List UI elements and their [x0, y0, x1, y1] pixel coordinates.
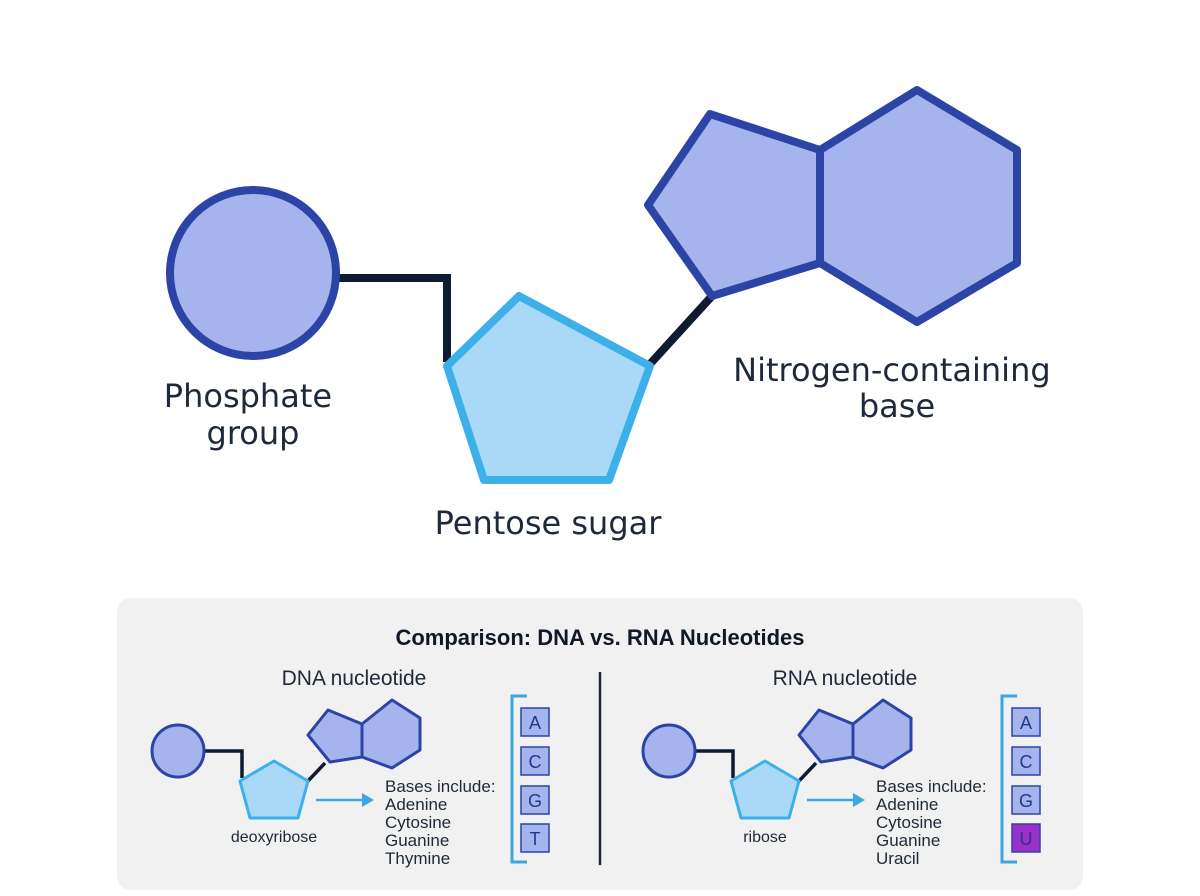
- dna-bases-list: Bases include: Adenine Cytosine Guanine …: [385, 777, 500, 868]
- rna-letter-boxes: A C G U: [1011, 707, 1041, 853]
- rna-letter-u: U: [1020, 829, 1033, 849]
- dna-base-item: Guanine: [385, 831, 449, 850]
- comparison-panel: Comparison: DNA vs. RNA Nucleotides DNA …: [117, 598, 1083, 890]
- phosphate-circle: [166, 186, 340, 360]
- rna-arrow: [807, 793, 865, 807]
- dna-heading: DNA nucleotide: [282, 667, 427, 690]
- rna-letter-box-u: [1011, 823, 1041, 853]
- dna-base-item: Cytosine: [385, 813, 451, 832]
- dna-phosphate-circle: [150, 723, 206, 779]
- rna-letter-box-a: [1011, 707, 1041, 737]
- dna-base-item: Adenine: [385, 795, 447, 814]
- rna-letter-a: A: [1020, 713, 1032, 733]
- dna-letter-t: T: [530, 829, 541, 849]
- base-six-ring: [816, 86, 1021, 326]
- rna-heading: RNA nucleotide: [773, 667, 918, 690]
- rna-letter-c: C: [1020, 752, 1033, 772]
- rna-base-item: Guanine: [876, 831, 940, 850]
- rna-letter-box-g: [1011, 785, 1041, 815]
- rna-letter-box-c: [1011, 746, 1041, 776]
- main-nucleotide: Phosphate group Pentose sugar Nitrogen-c…: [164, 86, 1061, 542]
- dna-letter-box-t: [520, 823, 550, 853]
- dna-sugar-label: deoxyribose: [231, 829, 317, 846]
- rna-base-item: Adenine: [876, 795, 938, 814]
- phosphate-label-line-1: Phosphate: [164, 377, 332, 415]
- rna-sugar-shape: [729, 759, 801, 820]
- dna-letter-box-a: [520, 707, 550, 737]
- rna-sugar-base-bond: [797, 761, 818, 783]
- pentose-sugar-label: Pentose sugar: [435, 504, 663, 542]
- dna-letter-box-c: [520, 746, 550, 776]
- dna-arrow: [316, 793, 374, 807]
- rna-sugar-label: ribose: [743, 829, 787, 846]
- rna-nucleotide-panel: RNA nucleotide ribose Bases include: Ade…: [641, 667, 1041, 868]
- phosphate-label: Phosphate group: [164, 377, 342, 452]
- rna-bases-list: Bases include: Adenine Cytosine Guanine …: [876, 777, 991, 868]
- dna-bases-heading: Bases include:: [385, 777, 496, 796]
- nitrogen-base-label-line-2: base: [859, 387, 935, 425]
- dna-letter-boxes: A C G T: [520, 707, 550, 853]
- pentose-sugar-shape: [443, 292, 654, 484]
- rna-bases-heading: Bases include:: [876, 777, 987, 796]
- rna-arrow-head: [853, 793, 865, 807]
- dna-letter-a: A: [529, 713, 541, 733]
- dna-arrow-head: [362, 793, 374, 807]
- rna-base-six-ring: [851, 698, 913, 770]
- phosphate-sugar-bond: [335, 274, 451, 362]
- dna-base-six-ring: [360, 698, 422, 770]
- nitrogen-base-label: Nitrogen-containing base: [733, 351, 1061, 425]
- phosphate-label-line-2: group: [207, 414, 300, 452]
- rna-letter-g: G: [1019, 791, 1033, 811]
- rna-phosphate-sugar-bond: [695, 749, 735, 778]
- dna-base-item: Thymine: [385, 849, 450, 868]
- nitrogen-base-shape: [644, 86, 1021, 326]
- nitrogen-base-label-line-1: Nitrogen-containing: [733, 351, 1051, 389]
- comparison-title: Comparison: DNA vs. RNA Nucleotides: [395, 625, 804, 650]
- dna-letter-c: C: [529, 752, 542, 772]
- rna-base-five-ring: [797, 708, 855, 764]
- dna-base-five-ring: [306, 708, 364, 764]
- dna-letter-box-g: [520, 785, 550, 815]
- dna-sugar-shape: [238, 759, 310, 820]
- dna-letter-g: G: [528, 791, 542, 811]
- dna-sugar-base-bond: [306, 761, 327, 783]
- rna-letters-bracket: [1000, 694, 1017, 864]
- dna-nucleotide-panel: DNA nucleotide deoxyribose Bases include…: [150, 667, 550, 868]
- base-five-ring: [644, 110, 824, 300]
- dna-phosphate-sugar-bond: [204, 749, 244, 778]
- rna-base-item: Cytosine: [876, 813, 942, 832]
- dna-letters-bracket: [510, 694, 527, 864]
- rna-base-item: Uracil: [876, 849, 919, 868]
- rna-phosphate-circle: [641, 723, 697, 779]
- sugar-base-bond: [647, 293, 715, 367]
